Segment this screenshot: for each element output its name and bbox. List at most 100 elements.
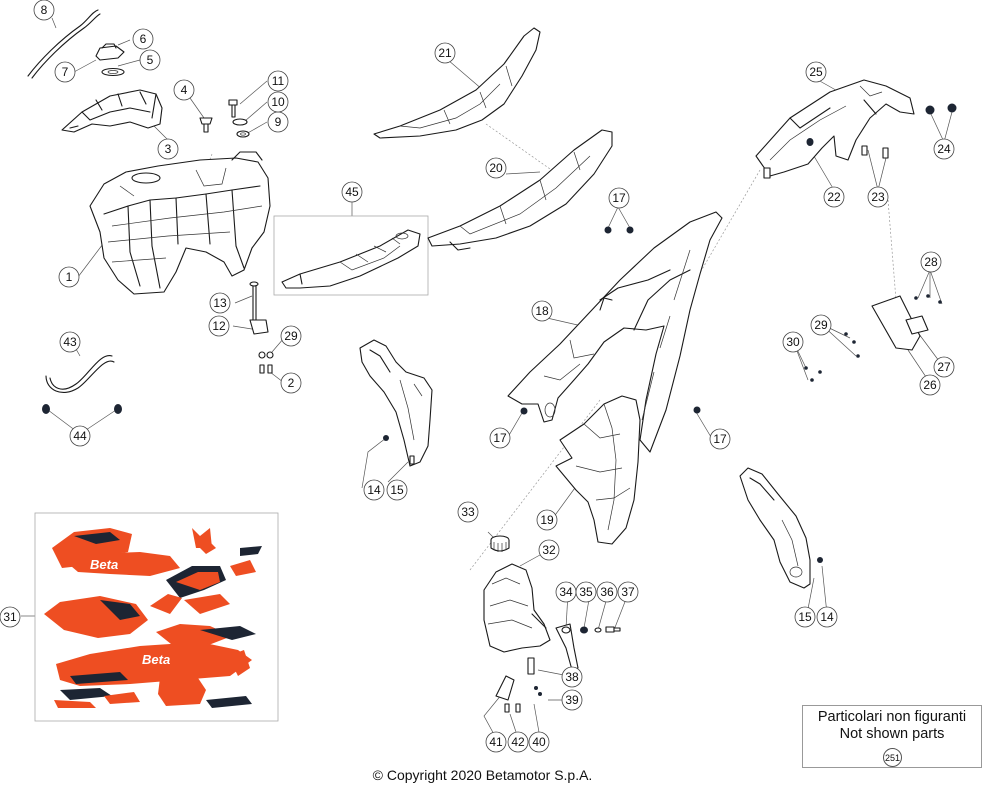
callout-c14b: 14 [816,606,838,628]
side-panel [507,211,723,453]
callout-number: 20 [489,161,503,175]
decal-brand-text-bottom: Beta [142,652,170,667]
callout-c24: 24 [933,138,955,160]
callout-c32: 32 [538,539,560,561]
callout-circle [54,61,76,83]
reservoir-cap [490,535,510,552]
callout-c45: 45 [341,181,363,203]
vent-hose [27,9,101,79]
callout-circle [434,42,456,64]
callout-number: 24 [937,142,951,156]
callout-circle [489,427,511,449]
callout-circle [173,79,195,101]
tank-cover [61,89,163,133]
callout-c26: 26 [919,374,941,396]
callout-c19: 19 [536,509,558,531]
callout-number: 38 [565,670,579,684]
callout-circle [933,138,955,160]
callout-c41: 41 [485,731,507,753]
callout-c3: 3 [157,138,179,160]
callout-number: 32 [542,543,556,557]
callout-circle [139,49,161,71]
rear-fender-support [755,79,915,179]
callout-c43: 43 [59,331,81,353]
callout-number: 29 [284,329,298,343]
callout-circle [485,731,507,753]
callout-circle [507,731,529,753]
callout-number: 23 [871,190,885,204]
callout-circle [617,581,639,603]
breather-hose [42,355,122,414]
callout-number: 6 [140,32,147,46]
callout-c39: 39 [561,689,583,711]
callout-number: 7 [62,65,69,79]
callout-c11: 11 [267,70,289,92]
callout-circle [485,157,507,179]
fuel-tap [249,281,269,335]
callout-circle [823,186,845,208]
callout-c25: 25 [805,61,827,83]
callout-c4: 4 [173,79,195,101]
callout-circle [867,186,889,208]
callout-c12: 12 [208,315,230,337]
callout-circle [538,539,560,561]
right-side-plate [739,467,823,589]
callout-circle [561,689,583,711]
callout-number: 13 [213,296,227,310]
callout-c6: 6 [132,28,154,50]
callout-c44: 44 [69,425,91,447]
callout-circle [132,28,154,50]
callout-number: 34 [559,585,573,599]
callout-circle [933,356,955,378]
plate-nuts [804,332,860,382]
callout-circle [531,300,553,322]
callout-c35: 35 [575,581,597,603]
callout-number: 39 [565,693,579,707]
callout-number: 40 [532,735,546,749]
callout-number: 43 [63,335,77,349]
callout-circle [58,266,80,288]
callout-c27: 27 [933,356,955,378]
callout-c13: 13 [209,292,231,314]
callout-c1: 1 [58,266,80,288]
fender-screws [806,103,957,159]
not-shown-parts-ref-number: 251 [883,748,902,767]
decals-sheet: Beta Beta [34,512,279,722]
callout-circle [0,606,21,628]
callout-number: 15 [798,610,812,624]
seat-base-box [273,215,429,296]
callout-c31: 31 [0,606,21,628]
callout-number: 10 [271,95,285,109]
callout-c29a: 29 [280,325,302,347]
callout-number: 42 [511,735,525,749]
callout-number: 30 [786,335,800,349]
callout-number: 1 [66,270,73,284]
callout-c2: 2 [280,372,302,394]
callout-circle [280,372,302,394]
airbox-cover [555,395,641,545]
callout-c21: 21 [434,42,456,64]
callout-circle [709,428,731,450]
copyright-footer: © Copyright 2020 Betamotor S.p.A. [372,767,593,783]
callout-c36: 36 [596,581,618,603]
callout-number: 37 [621,585,635,599]
callout-number: 9 [275,115,282,129]
callout-number: 14 [367,483,381,497]
callout-circle [208,315,230,337]
callout-number: 14 [820,610,834,624]
callout-c8: 8 [33,0,55,21]
callout-number: 28 [924,255,938,269]
callout-c23: 23 [867,186,889,208]
callout-number: 36 [600,585,614,599]
callout-circle [280,325,302,347]
callout-c5: 5 [139,49,161,71]
callout-c34: 34 [555,581,577,603]
callout-number: 15 [390,483,404,497]
callout-c42: 42 [507,731,529,753]
seat [427,129,613,251]
callout-number: 21 [438,46,452,60]
callout-number: 22 [827,190,841,204]
callout-circle [59,331,81,353]
callout-number: 17 [713,432,727,446]
